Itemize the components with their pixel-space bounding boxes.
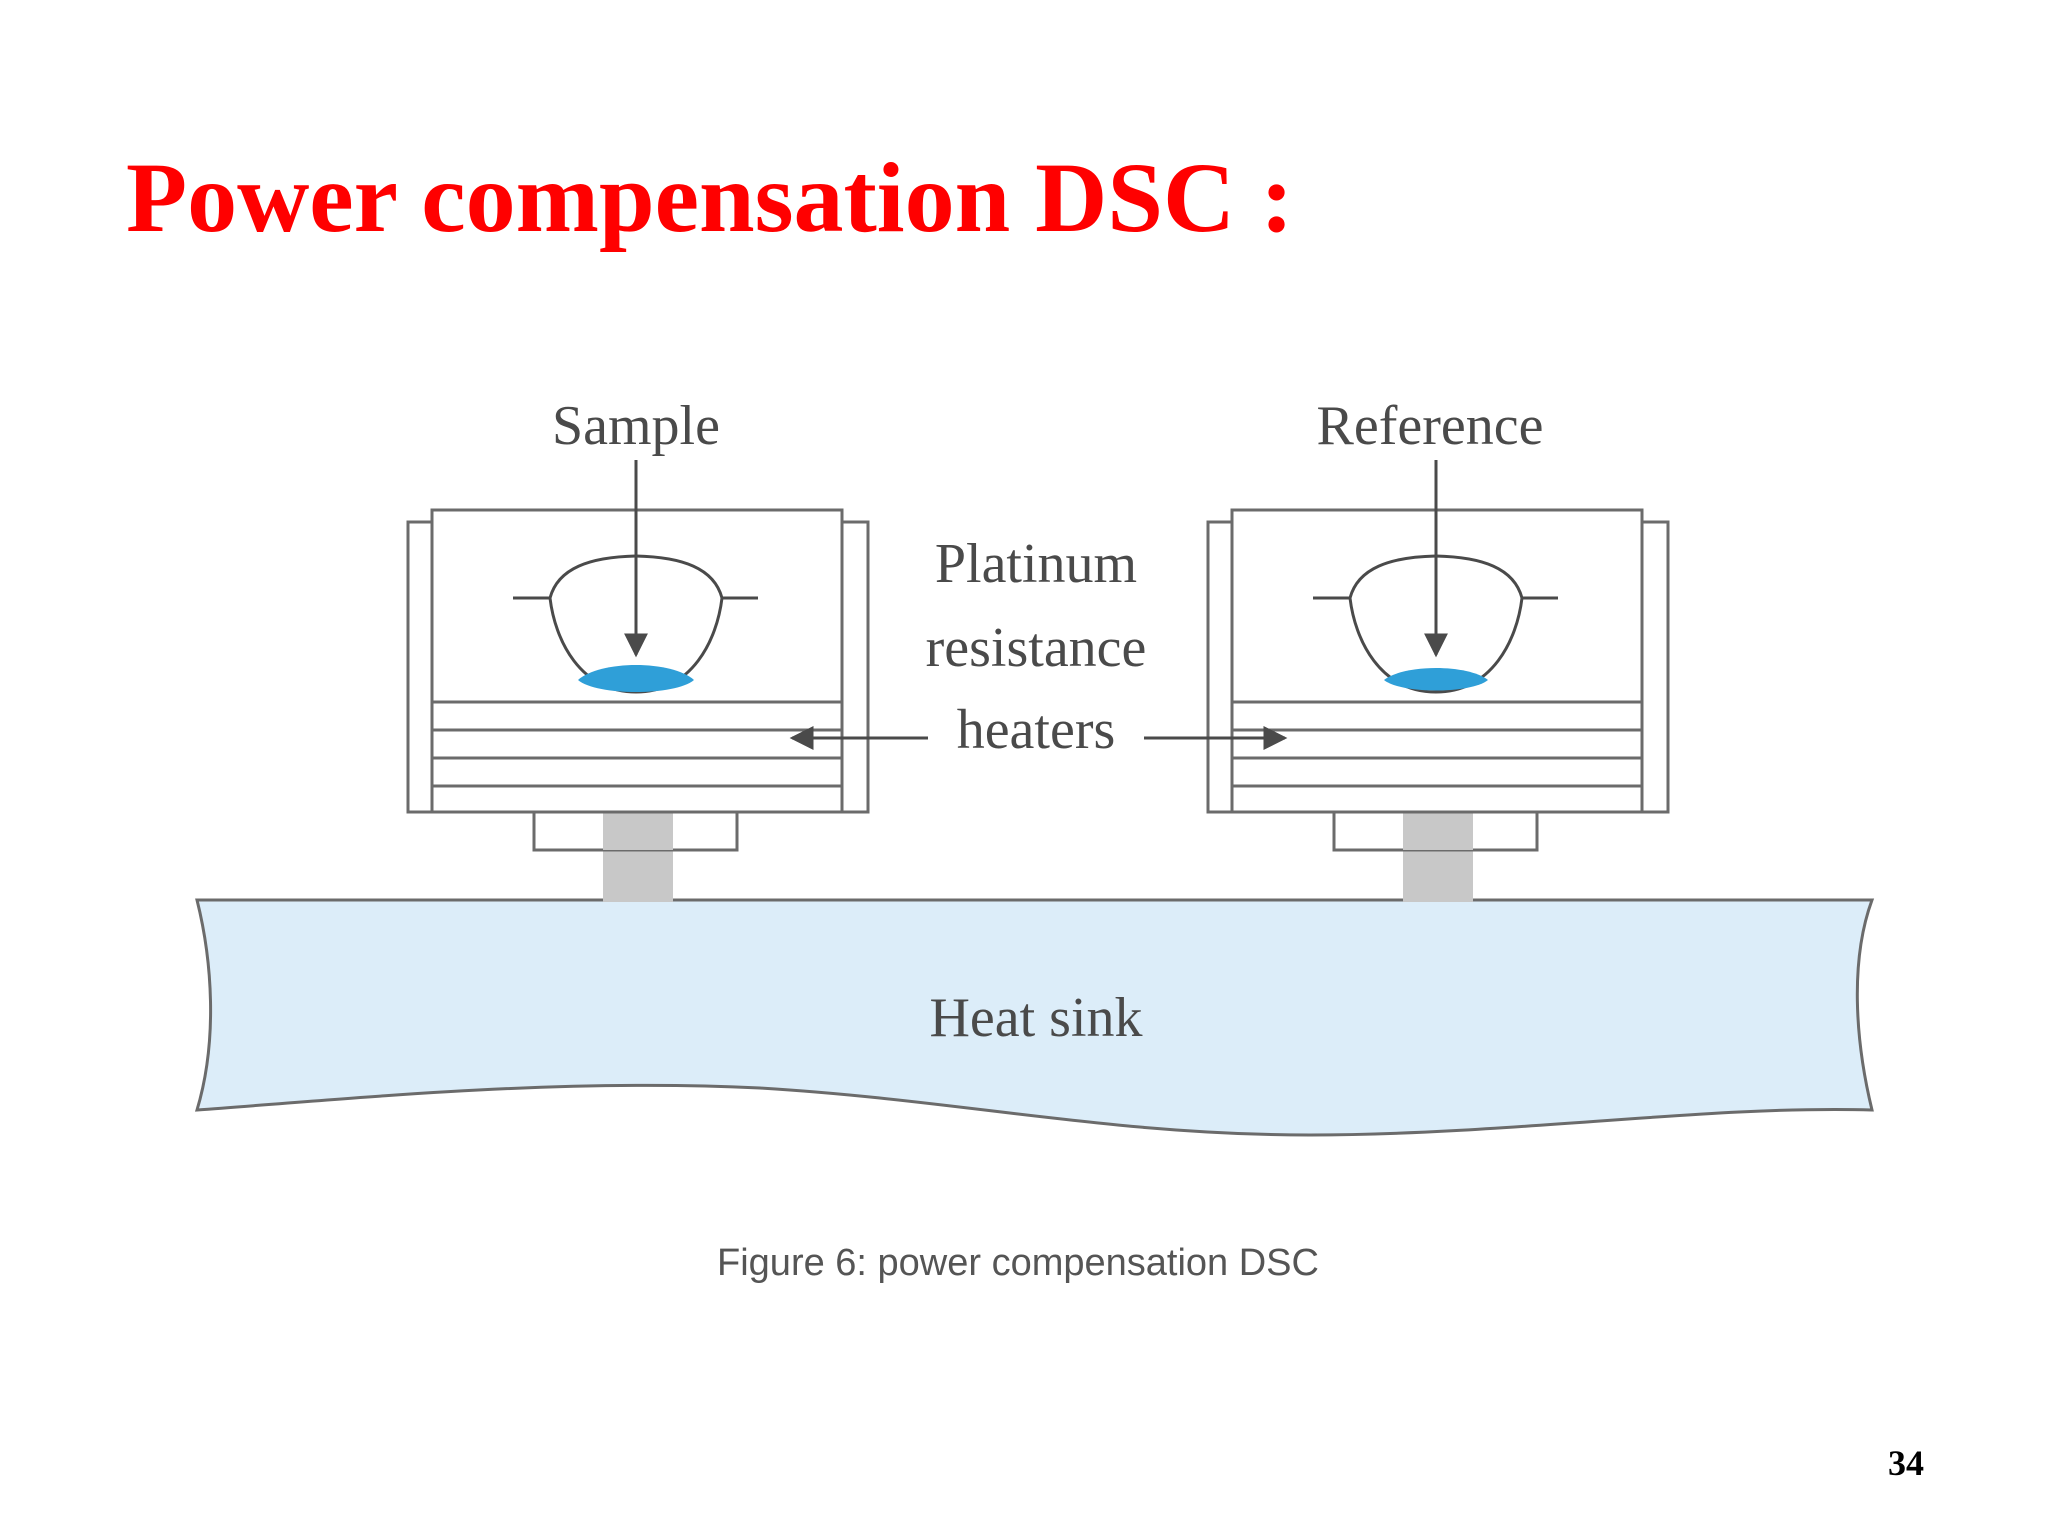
- heater-label-line2: resistance: [926, 617, 1147, 679]
- slide-title: Power compensation DSC :: [126, 142, 1294, 253]
- page-number: 34: [1888, 1443, 1924, 1483]
- heater-label-line3: heaters: [957, 699, 1116, 761]
- heat-sink: [194, 898, 1875, 1137]
- heat-sink-label: Heat sink: [929, 987, 1142, 1049]
- sample-label: Sample: [552, 395, 720, 457]
- figure-caption: Figure 6: power compensation DSC: [717, 1242, 1319, 1284]
- dsc-figure: Sample Reference Platinum resistance hea…: [160, 260, 1920, 1320]
- sample-liquid: [578, 665, 694, 692]
- heater-label-line1: Platinum: [935, 533, 1137, 595]
- reference-label: Reference: [1317, 395, 1544, 457]
- dsc-diagram: Sample Reference Platinum resistance hea…: [194, 395, 1875, 1284]
- reference-liquid: [1384, 668, 1488, 691]
